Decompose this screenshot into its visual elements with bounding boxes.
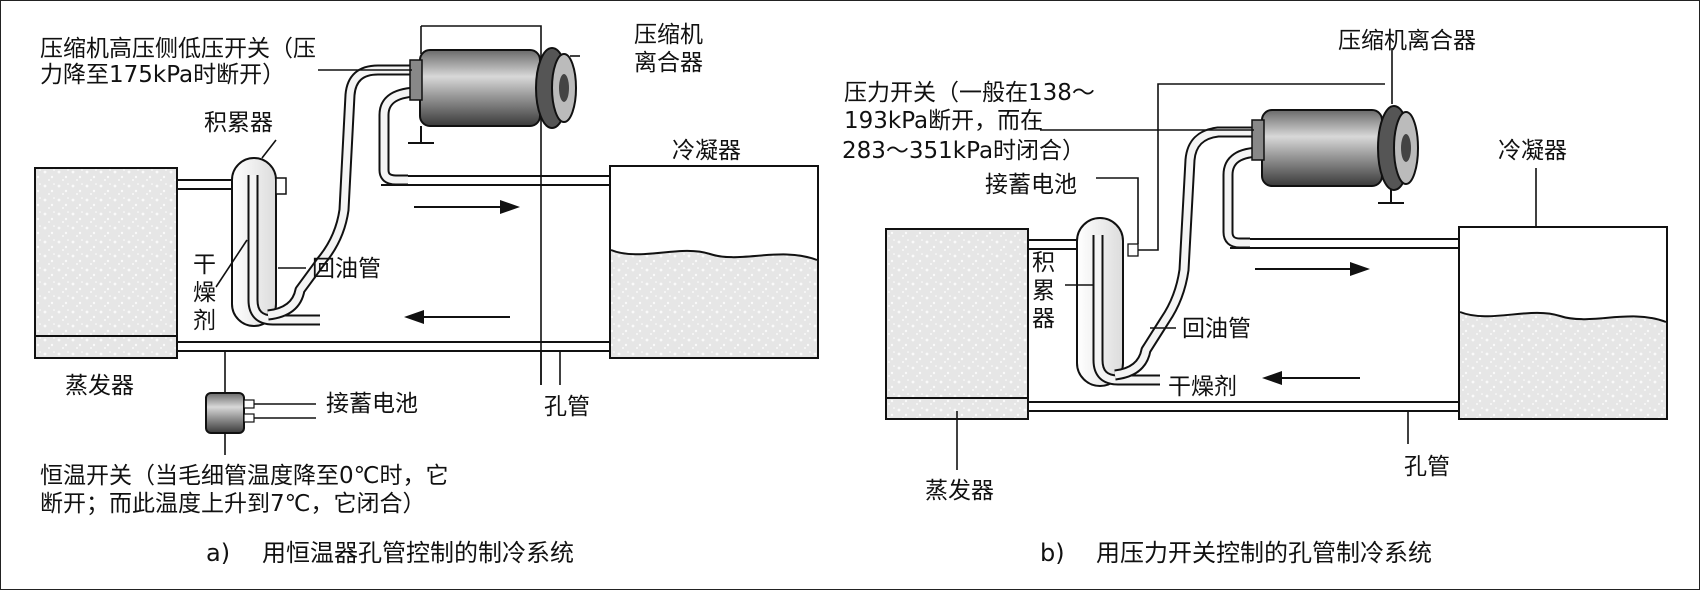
label-evaporator-b: 蒸发器: [925, 478, 994, 504]
label-thermostat-1: 恒温开关（当毛细管温度降至0℃时，它: [40, 463, 448, 489]
caption-letter-a: a): [206, 539, 230, 567]
label-clutch-a-2: 离合器: [634, 50, 703, 76]
label-desiccant-a-1: 干: [193, 252, 216, 278]
label-oil-return-b: 回油管: [1182, 316, 1251, 342]
label-accumulator-b-2: 累: [1032, 278, 1055, 304]
label-oil-return-a: 回油管: [312, 256, 381, 282]
label-thermostat-2: 断开；而此温度上升到7℃，它闭合）: [40, 491, 425, 517]
caption-letter-b: b): [1040, 539, 1065, 567]
label-accumulator-a: 积累器: [204, 110, 273, 136]
label-condenser-b: 冷凝器: [1498, 138, 1567, 164]
label-connect-battery-a: 接蓄电池: [326, 391, 418, 417]
flow-arrow-right-a: [414, 200, 520, 214]
label-low-pressure-switch-1: 压缩机高压侧低压开关（压: [40, 36, 316, 62]
label-desiccant-a-2: 燥: [193, 280, 216, 306]
label-condenser-a: 冷凝器: [672, 138, 741, 164]
caption-b: 用压力开关控制的孔管制冷系统: [1096, 539, 1432, 567]
label-pressure-switch-3: 283～351kPa时闭合）: [842, 138, 1085, 164]
compressor-a: [419, 49, 541, 127]
label-orifice-a: 孔管: [544, 394, 590, 420]
label-connect-battery-b: 接蓄电池: [985, 172, 1077, 198]
label-accumulator-b-1: 积: [1032, 250, 1055, 276]
diagram-a: 压缩机高压侧低压开关（压 力降至175kPa时断开） 压缩机 离合器 积累器 冷…: [34, 22, 819, 567]
label-clutch-b: 压缩机离合器: [1338, 28, 1476, 54]
wire-a-frame: [421, 25, 542, 385]
label-desiccant-b: 干燥剂: [1168, 374, 1237, 400]
label-desiccant-a-3: 剂: [193, 308, 216, 334]
label-accumulator-b-3: 器: [1032, 306, 1055, 332]
label-pressure-switch-2: 193kPa断开，而在: [844, 108, 1043, 134]
caption-a: 用恒温器孔管控制的制冷系统: [262, 539, 574, 567]
flow-arrow-right-b: [1255, 262, 1370, 276]
label-low-pressure-switch-2: 力降至175kPa时断开）: [40, 62, 285, 88]
label-pressure-switch-1: 压力开关（一般在138～: [844, 80, 1095, 106]
wire-b-pressure: [1138, 83, 1385, 251]
pressure-switch-b: [1127, 243, 1139, 257]
evaporator-b: [885, 228, 1029, 420]
label-orifice-b: 孔管: [1404, 454, 1450, 480]
diagram-b: 压缩机离合器 压力开关（一般在138～ 193kPa断开，而在 283～351k…: [842, 28, 1668, 567]
evaporator-a: [34, 167, 178, 359]
flow-arrow-left-b: [1262, 371, 1360, 385]
label-clutch-a-1: 压缩机: [634, 22, 703, 48]
compressor-b: [1261, 109, 1383, 187]
thermostat-switch-a: [205, 392, 245, 434]
flow-arrow-left-a: [404, 310, 510, 324]
label-evaporator-a: 蒸发器: [65, 373, 134, 399]
